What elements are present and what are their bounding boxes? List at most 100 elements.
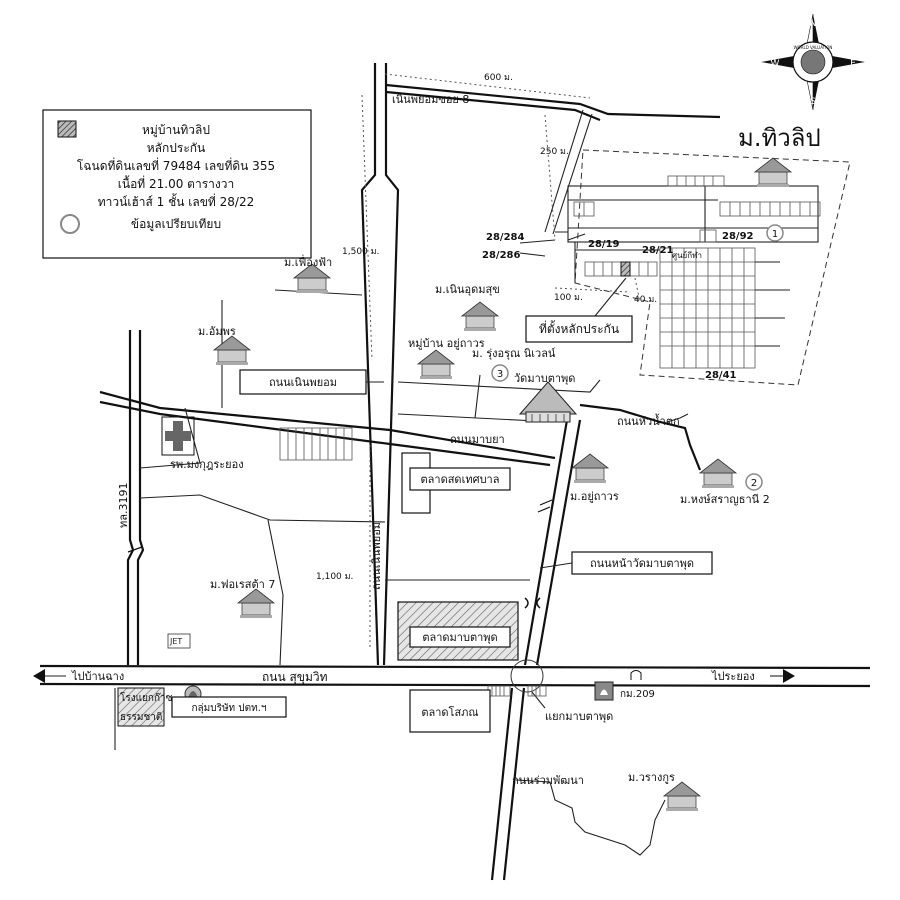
legend-building: ทาวน์เฮ้าส์ 1 ชั้น เลขที่ 28/22 [98,193,254,209]
compass-n: N [810,19,817,29]
road-sukhumvit-a [39,664,871,670]
arrow-right-icon [770,669,795,683]
km-post-icon [630,670,642,680]
collateral-swatch [57,120,77,138]
place-forest7: ม.ฟอเรสต้า 7 [210,578,275,591]
collateral-location-box [525,315,633,343]
road-label-nernpayom-vertical: ถนนเนินพยอม [370,522,383,590]
place-fuengfa: ม.เฟื่องฟ้า [284,254,332,269]
fresh-market-label-box [409,467,511,491]
road-soi8-a [385,83,721,119]
lot-28-19: 28/19 [588,239,620,250]
legend-box: หมู่บ้านทิวลิป หลักประกัน โฉนดที่ดินเลขท… [42,109,312,259]
hospital-cross-icon [161,416,195,456]
house-icon-yuthawon-village [417,349,455,380]
compass-w: W [771,59,780,69]
bridge-icon [524,597,541,609]
road-label-huanamtok: ถนนห้วน้ำตก [617,413,680,428]
place-rungarun: ม. รุ่งอรุณ นิเวลน์ [472,347,556,360]
marker-2-icon [745,473,763,491]
km-label: กม.209 [620,689,655,700]
junction-label: แยกมาบตาพุด [545,710,613,723]
project-title: ม.ทิวลิป [738,124,821,152]
house-icon-nernudomsuk [461,301,499,332]
marker-1: 1 [772,229,778,240]
distance-600m: 600 ม. [484,73,513,83]
road-to-warangkul [515,779,666,856]
place-hongsaran: ม.หงษ์สราญธานี 2 [680,493,770,506]
road-label-mabya: ถนนมาบยา [450,433,505,446]
road-label-soi8: เนินพยอมซอย 8 [392,93,469,106]
direction-banchang: ไปบ้านฉาง [71,670,124,683]
house-icon-forest7 [237,588,275,619]
road-label-3191: ทล.3191 [117,483,130,528]
distance-100m: 100 ม. [554,293,583,303]
place-yuthawon-village: หมู่บ้าน อยู่ถาวร [408,337,485,350]
road-3191-b [136,330,145,665]
road-ruampattana-b [502,687,526,881]
place-nernudomsuk: ม.เนินอุดมสุข [435,283,500,296]
road-label-nernpayom-box [239,369,367,395]
marker-3-icon [491,364,509,382]
road-label-nernpayom: ถนนเนินพยอม [269,376,337,389]
lot-28-41: 28/41 [705,370,737,381]
maptaphut-market-label-box [409,626,511,648]
place-gas-plant-2: ธรรมชาติ [120,712,162,723]
arrow-left-icon [33,669,66,683]
marker-2: 2 [751,478,757,489]
house-icon-yuthawon [571,453,609,484]
compass-seal: WORLD VALUATION [794,45,833,50]
sopon-market-box [409,689,491,733]
road-huanamtok-branch [666,413,689,423]
compass-e: E [850,59,856,69]
place-yuthawon: ม.อยู่ถาวร [570,490,619,503]
roads [39,63,871,881]
club-label: ศูนย์กีฬา [672,250,702,261]
row-houses-top [573,175,821,243]
road-nernpayom-main-b [382,63,400,666]
distance-1500m: 1,500 ม. [342,247,379,257]
place-warangkul: ม.วรางกูร [628,771,675,784]
compass-s: S [810,97,816,107]
house-icon-warangkul [663,781,701,812]
legend-village: หมู่บ้านทิวลิป [142,123,210,138]
road-break-icon [127,499,553,553]
row-houses-vertical [659,247,756,369]
place-hospital: รพ.มงกุฎระยอง [170,458,244,471]
house-icon-tulip [754,157,792,188]
lot-28-21: 28/21 [642,245,674,256]
station-icon [594,681,614,701]
road-sukhumvit-b [39,682,871,688]
temple-icon [518,381,578,423]
gas-plant-area [117,687,165,727]
marker-3: 3 [497,369,503,380]
distance-250m: 250 ม. [540,147,569,157]
tulip-village-area [519,149,851,386]
compass-rose-icon: WORLD VALUATION N S W E [761,13,865,111]
place-gas-plant-1: โรงแยกก๊าซ [120,691,173,704]
road-label-sukhumvit: ถนน สุขุมวิท [262,670,328,685]
jet-logo-text: JET [169,637,182,646]
legend-deed: โฉนดที่ดินเลขที่ 79484 เลขที่ดิน 355 [77,157,275,173]
local-road-hospital [139,407,201,469]
road-ruampattana-a [490,687,514,881]
road-wat-front-b [535,419,582,666]
legend-comparison: ข้อมูลเปรียบเทียบ [131,217,221,232]
place-maptaphut-market: ตลาดมาบตาพุด [422,631,497,644]
legend-collateral: หลักประกัน [147,141,206,155]
road-label-ruampattana: ถนนร่วมพัฒนา [512,774,584,787]
collateral-location-label: ที่ตั้งหลักประกัน [539,320,619,336]
direction-rayong: ไประยอง [711,670,755,683]
distance-1100m: 1,100 ม. [316,572,353,582]
junction-circle [510,659,544,693]
lot-28-92: 28/92 [722,231,754,242]
marker-1-icon [766,224,784,242]
local-road-rungarun [474,374,481,419]
place-ptt: กลุ่มบริษัท ปตท.ฯ [191,703,266,714]
place-fresh-market: ตลาดสดเทศบาล [421,473,500,486]
road-soi8-branch-2 [552,113,593,235]
crosswalk [487,685,547,697]
house-icon-hongsaran [699,458,737,489]
road-village-access-a [397,379,601,393]
